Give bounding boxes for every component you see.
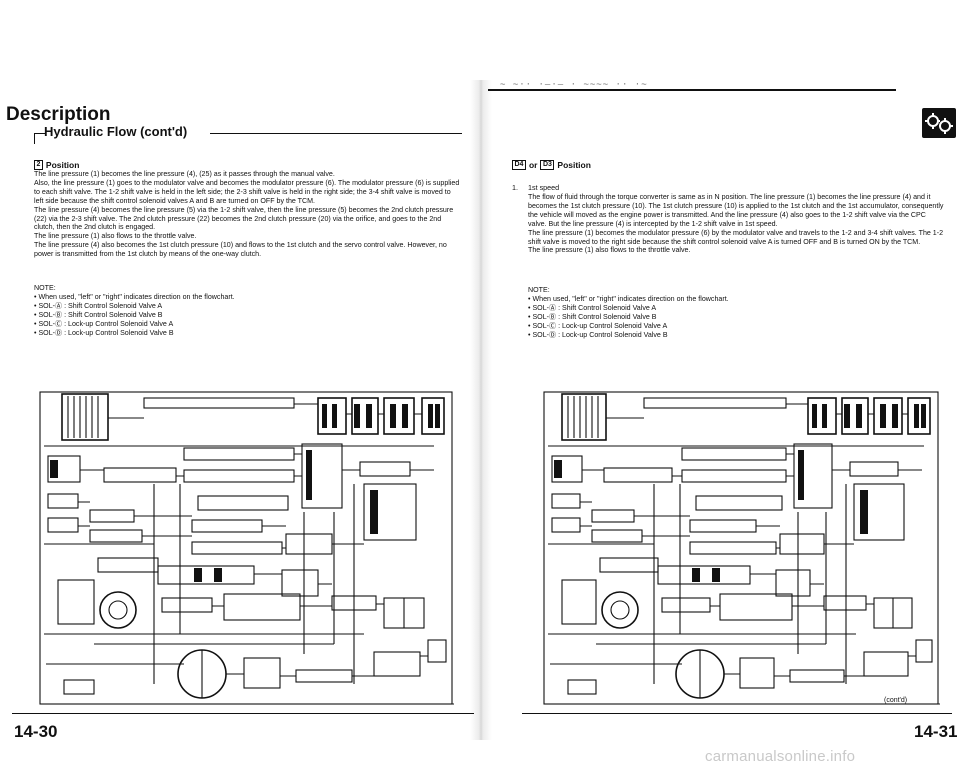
note-item: • SOL-Ⓓ : Lock-up Control Solenoid Valve… [528,330,668,339]
right-page: D4 or D3 Position 1. 1st speed The flow … [482,0,960,768]
watermark: carmanualsonline.info [705,748,856,765]
note-item: • SOL-Ⓐ : Shift Control Solenoid Valve A [34,301,163,310]
gear-position-glyph: 2 [34,160,43,170]
position-label: Position [45,160,80,170]
subtitle-rule [210,133,462,134]
position-heading: 2 Position [34,160,79,170]
note-block: NOTE: • When used, "left" or "right" ind… [34,284,235,337]
gears-glyph [925,113,953,134]
paragraph: The line pressure (1) becomes the line p… [34,170,335,178]
section-subtitle: Hydraulic Flow (cont'd) [44,124,188,139]
transmission-gears-icon [922,108,956,138]
scan-artifact: ~ ~·· ·–·– · ~~~~ ·· ·~ [500,80,648,90]
note-item: • When used, "left" or "right" indicates… [528,294,729,303]
continued-label: (cont'd) [884,697,908,704]
note-item: • SOL-Ⓓ : Lock-up Control Solenoid Valve… [34,328,174,337]
paragraph: The line pressure (1) becomes the modula… [528,228,944,246]
page-title: Description [6,104,111,125]
note-item: • SOL-Ⓒ : Lock-up Control Solenoid Valve… [34,319,174,328]
paragraph: The line pressure (4) also becomes the 1… [34,241,447,259]
position-label: Position [557,160,591,170]
note-heading: NOTE: [34,284,56,292]
paragraph: Also, the line pressure (1) goes to the … [34,178,460,205]
position-heading: D4 or D3 Position [512,160,591,170]
hydraulic-flow-diagram [34,384,458,710]
note-item: • SOL-Ⓐ : Shift Control Solenoid Valve A [528,303,657,312]
gear-position-glyph: D3 [540,160,555,170]
item-title: 1st speed [528,183,560,192]
hydraulic-circuit-drawing [543,391,940,705]
page-number: 14-31 [914,722,958,741]
hydraulic-flow-diagram [540,384,942,710]
hydraulic-circuit-drawing [39,391,454,705]
or-text: or [528,160,538,170]
book-gutter [470,80,492,740]
description-text: The line pressure (1) becomes the line p… [34,170,462,259]
paragraph: The line pressure (1) also flows to the … [528,246,691,255]
note-item: • SOL-Ⓑ : Shift Control Solenoid Valve B [528,312,657,321]
left-page: Description Hydraulic Flow (cont'd) 2 Po… [0,0,478,768]
paragraph: The flow of fluid through the torque con… [528,193,944,228]
description-text: The flow of fluid through the torque con… [528,193,944,255]
page-number: 14-30 [14,722,58,741]
paragraph: The line pressure (4) becomes the line p… [34,205,454,232]
note-item: • When used, "left" or "right" indicates… [34,292,235,301]
bottom-rule [522,713,952,714]
bottom-rule [12,713,474,714]
paragraph: The line pressure (1) also flows to the … [34,232,197,241]
note-heading: NOTE: [528,286,550,294]
gear-position-glyph: D4 [512,160,526,170]
note-item: • SOL-Ⓑ : Shift Control Solenoid Valve B [34,310,163,319]
top-rule [488,89,896,91]
note-block: NOTE: • When used, "left" or "right" ind… [528,286,729,339]
note-item: • SOL-Ⓒ : Lock-up Control Solenoid Valve… [528,321,668,330]
item-number: 1. [512,183,518,192]
subtitle-bracket [34,133,45,144]
